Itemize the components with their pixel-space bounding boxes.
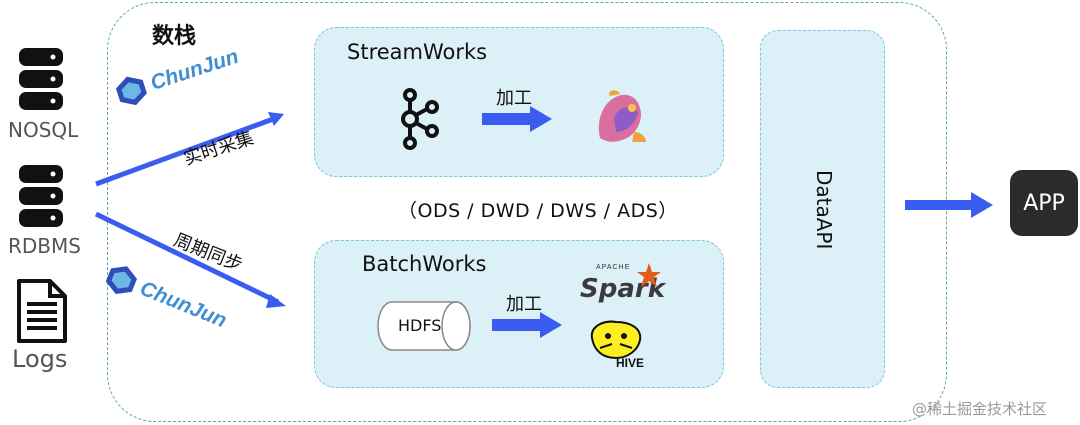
hive-logo: HIVE bbox=[586, 318, 650, 374]
hive-icon bbox=[590, 320, 642, 360]
platform-title: 数栈 bbox=[152, 24, 197, 49]
flink-icon bbox=[598, 90, 646, 142]
kafka-icon bbox=[401, 88, 439, 150]
watermark: @稀土掘金技术社区 bbox=[912, 400, 1048, 418]
app-node: APP bbox=[1010, 170, 1078, 236]
ingestion-arrows bbox=[94, 112, 286, 308]
chunjun-logo-icon bbox=[115, 76, 147, 106]
source-label-logs: Logs bbox=[12, 345, 68, 373]
batch-process-arrow bbox=[492, 312, 562, 338]
stream-process-label: 加工 bbox=[496, 88, 532, 109]
hdfs-cylinder bbox=[377, 301, 471, 351]
document-icon bbox=[17, 279, 67, 343]
output-arrow bbox=[905, 192, 993, 218]
platform-frame bbox=[107, 2, 947, 422]
spark-icon bbox=[637, 263, 661, 287]
database-icon bbox=[19, 48, 63, 110]
hdfs-label: HDFS bbox=[398, 316, 442, 335]
chunjun-logo-icon bbox=[105, 266, 137, 295]
stream-process-arrow bbox=[482, 106, 552, 132]
spark-logo: APACHE Spark bbox=[580, 262, 665, 306]
streamworks-title: StreamWorks bbox=[347, 40, 488, 64]
dataapi-label: DataAPI bbox=[812, 170, 836, 250]
source-label-rdbms: RDBMS bbox=[8, 234, 81, 258]
dataapi-label-wrap: DataAPI bbox=[812, 160, 836, 260]
source-label-nosql: NOSQL bbox=[8, 118, 79, 142]
streamworks-box bbox=[314, 27, 724, 177]
database-icon bbox=[19, 165, 63, 227]
data-layers-label: （ODS / DWD / DWS / ADS） bbox=[398, 200, 678, 222]
batchworks-title: BatchWorks bbox=[362, 252, 487, 276]
hive-text: HIVE bbox=[616, 356, 645, 370]
chunjun-logo-batch: ChunJun bbox=[99, 258, 231, 338]
chunjun-logo-realtime: ChunJun bbox=[110, 40, 243, 112]
dataapi-box bbox=[760, 30, 885, 388]
spark-apache-text: APACHE bbox=[596, 264, 631, 271]
batch-process-label: 加工 bbox=[506, 294, 542, 315]
